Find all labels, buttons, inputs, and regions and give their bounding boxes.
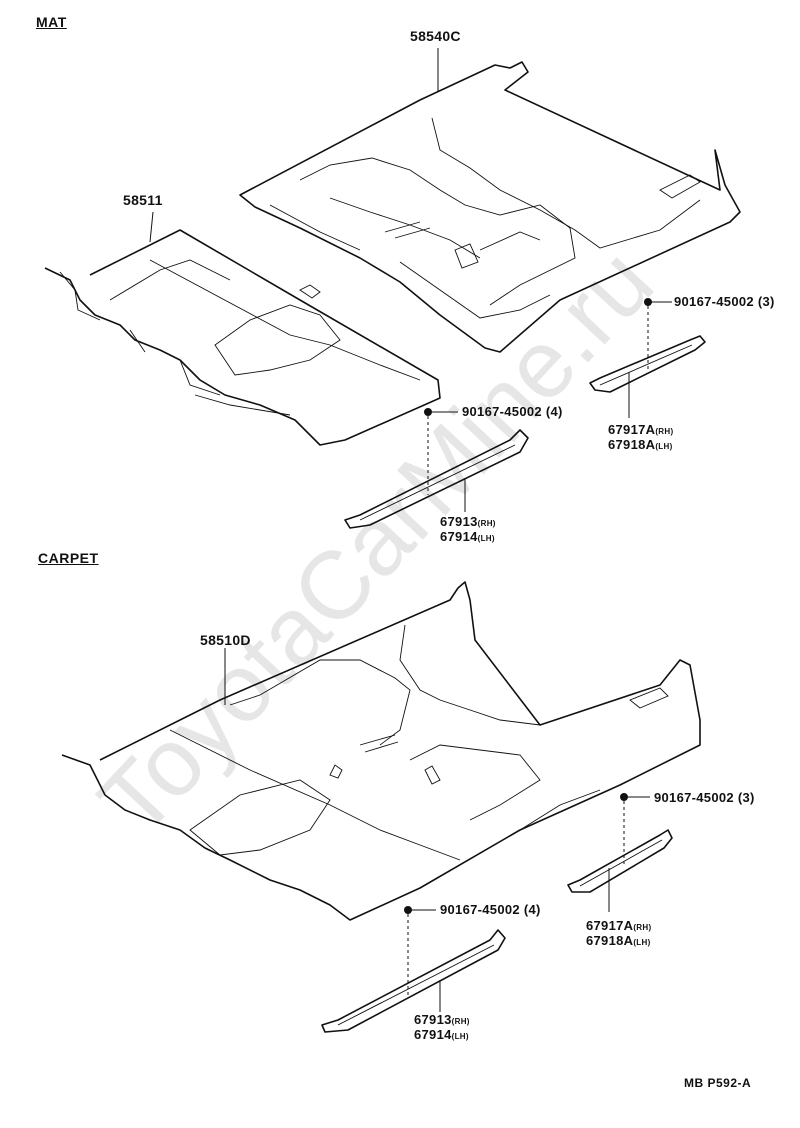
part-number: 67917A [586,918,634,933]
clip-qty: (4) [545,404,563,419]
part-label-carpet-scuff-front-rh[interactable]: 67913(RH) [414,1012,470,1027]
part-label-carpet-clip-right[interactable]: 90167-45002 (3) [654,790,755,805]
part-label-mat-clip-left[interactable]: 90167-45002 (4) [462,404,563,419]
side-suffix: (RH) [633,923,652,932]
clip-qty: (4) [523,902,541,917]
rear-floor-mat-drawing [239,61,741,353]
mat-front-scuff-plate-drawing [344,408,529,529]
clip-number: 90167-45002 [440,902,520,917]
clip-number: 90167-45002 [674,294,754,309]
section-carpet-title: CARPET [38,550,99,566]
clip-number: 90167-45002 [462,404,542,419]
part-label-rear-mat[interactable]: 58540C [410,28,461,44]
carpet-front-scuff-plate-drawing [321,906,506,1033]
clip-qty: (3) [757,294,775,309]
part-number: 67913 [414,1012,452,1027]
part-label-mat-scuff-front-lh[interactable]: 67914(LH) [440,529,495,544]
part-label-mat-scuff-rear-rh[interactable]: 67917A(RH) [608,422,673,437]
part-number: 67918A [586,933,634,948]
part-label-carpet-scuff-front-lh[interactable]: 67914(LH) [414,1027,469,1042]
part-label-carpet-clip-left[interactable]: 90167-45002 (4) [440,902,541,917]
side-suffix: (RH) [655,427,674,436]
side-suffix: (LH) [451,1032,469,1041]
part-number: 67917A [608,422,656,437]
part-label-carpet-scuff-rear-rh[interactable]: 67917A(RH) [586,918,651,933]
floor-carpet-drawing [61,581,701,921]
part-label-carpet-scuff-rear-lh[interactable]: 67918A(LH) [586,933,651,948]
clip-number: 90167-45002 [654,790,734,805]
mat-rear-scuff-plate-drawing [589,298,706,418]
section-mat-title: MAT [36,14,67,30]
part-label-mat-scuff-front-rh[interactable]: 67913(RH) [440,514,496,529]
side-suffix: (LH) [633,938,651,947]
side-suffix: (RH) [477,519,496,528]
diagram-code: MB P592-A [684,1076,752,1090]
front-floor-mat-drawing [44,229,441,446]
carpet-rear-scuff-plate-drawing [567,793,673,912]
side-suffix: (LH) [655,442,673,451]
clip-qty: (3) [737,790,755,805]
part-label-carpet[interactable]: 58510D [200,632,251,648]
part-number: 67914 [414,1027,452,1042]
part-label-mat-clip-right[interactable]: 90167-45002 (3) [674,294,775,309]
part-number: 67913 [440,514,478,529]
part-label-mat-scuff-rear-lh[interactable]: 67918A(LH) [608,437,673,452]
part-label-front-mat[interactable]: 58511 [123,192,163,208]
part-number: 67918A [608,437,656,452]
part-number: 67914 [440,529,478,544]
side-suffix: (LH) [477,534,495,543]
side-suffix: (RH) [451,1017,470,1026]
